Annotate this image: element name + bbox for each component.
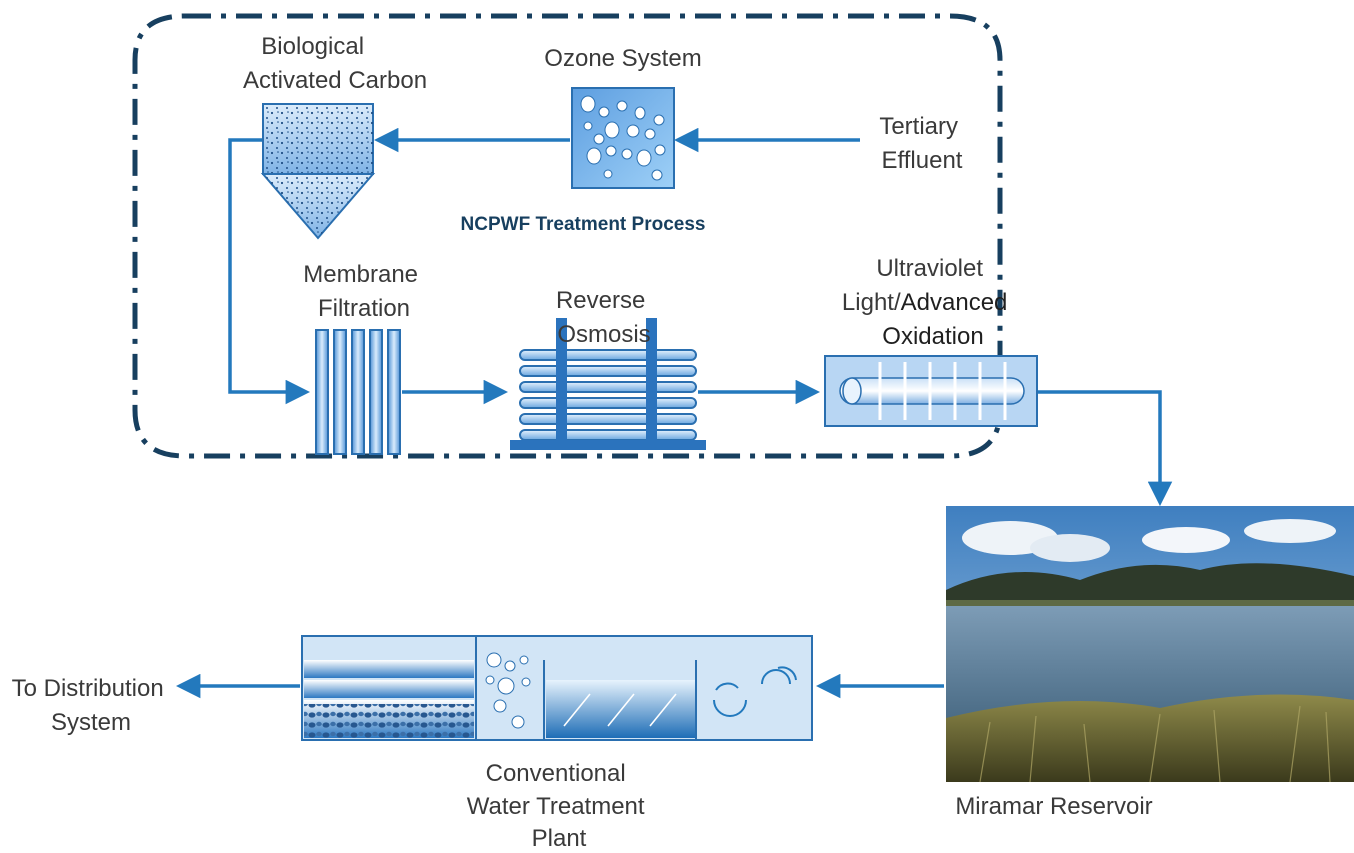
conventional-label: Conventional Water Treatment Plant [467,760,652,852]
bac-label: Biological Activated Carbon [243,33,427,94]
tertiary-effluent-label: Tertiary Effluent [879,113,964,174]
membrane-filtration-unit [315,329,401,455]
ozone-system-unit [571,87,675,189]
membrane-label: Membrane Filtration [303,261,424,322]
uv-label: Ultraviolet Light/Advanced Oxidation [842,255,1014,350]
reverse-osmosis-label: Reverse Osmosis [556,287,652,348]
reverse-osmosis-unit [510,318,706,450]
ncpwf-boundary [132,13,1003,459]
arrow-uv-to-reservoir [1038,390,1173,507]
biological-activated-carbon-unit [260,103,376,240]
miramar-reservoir-photo [946,506,1354,783]
uv-advanced-oxidation-unit [824,355,1038,427]
process-title: NCPWF Treatment Process [461,214,706,235]
conventional-plant-unit [301,635,813,741]
arrow-bac-to-membrane [228,138,311,405]
ozone-label: Ozone System [544,45,701,72]
to-distribution-label: To Distribution System [12,675,171,736]
miramar-label: Miramar Reservoir [955,793,1152,820]
